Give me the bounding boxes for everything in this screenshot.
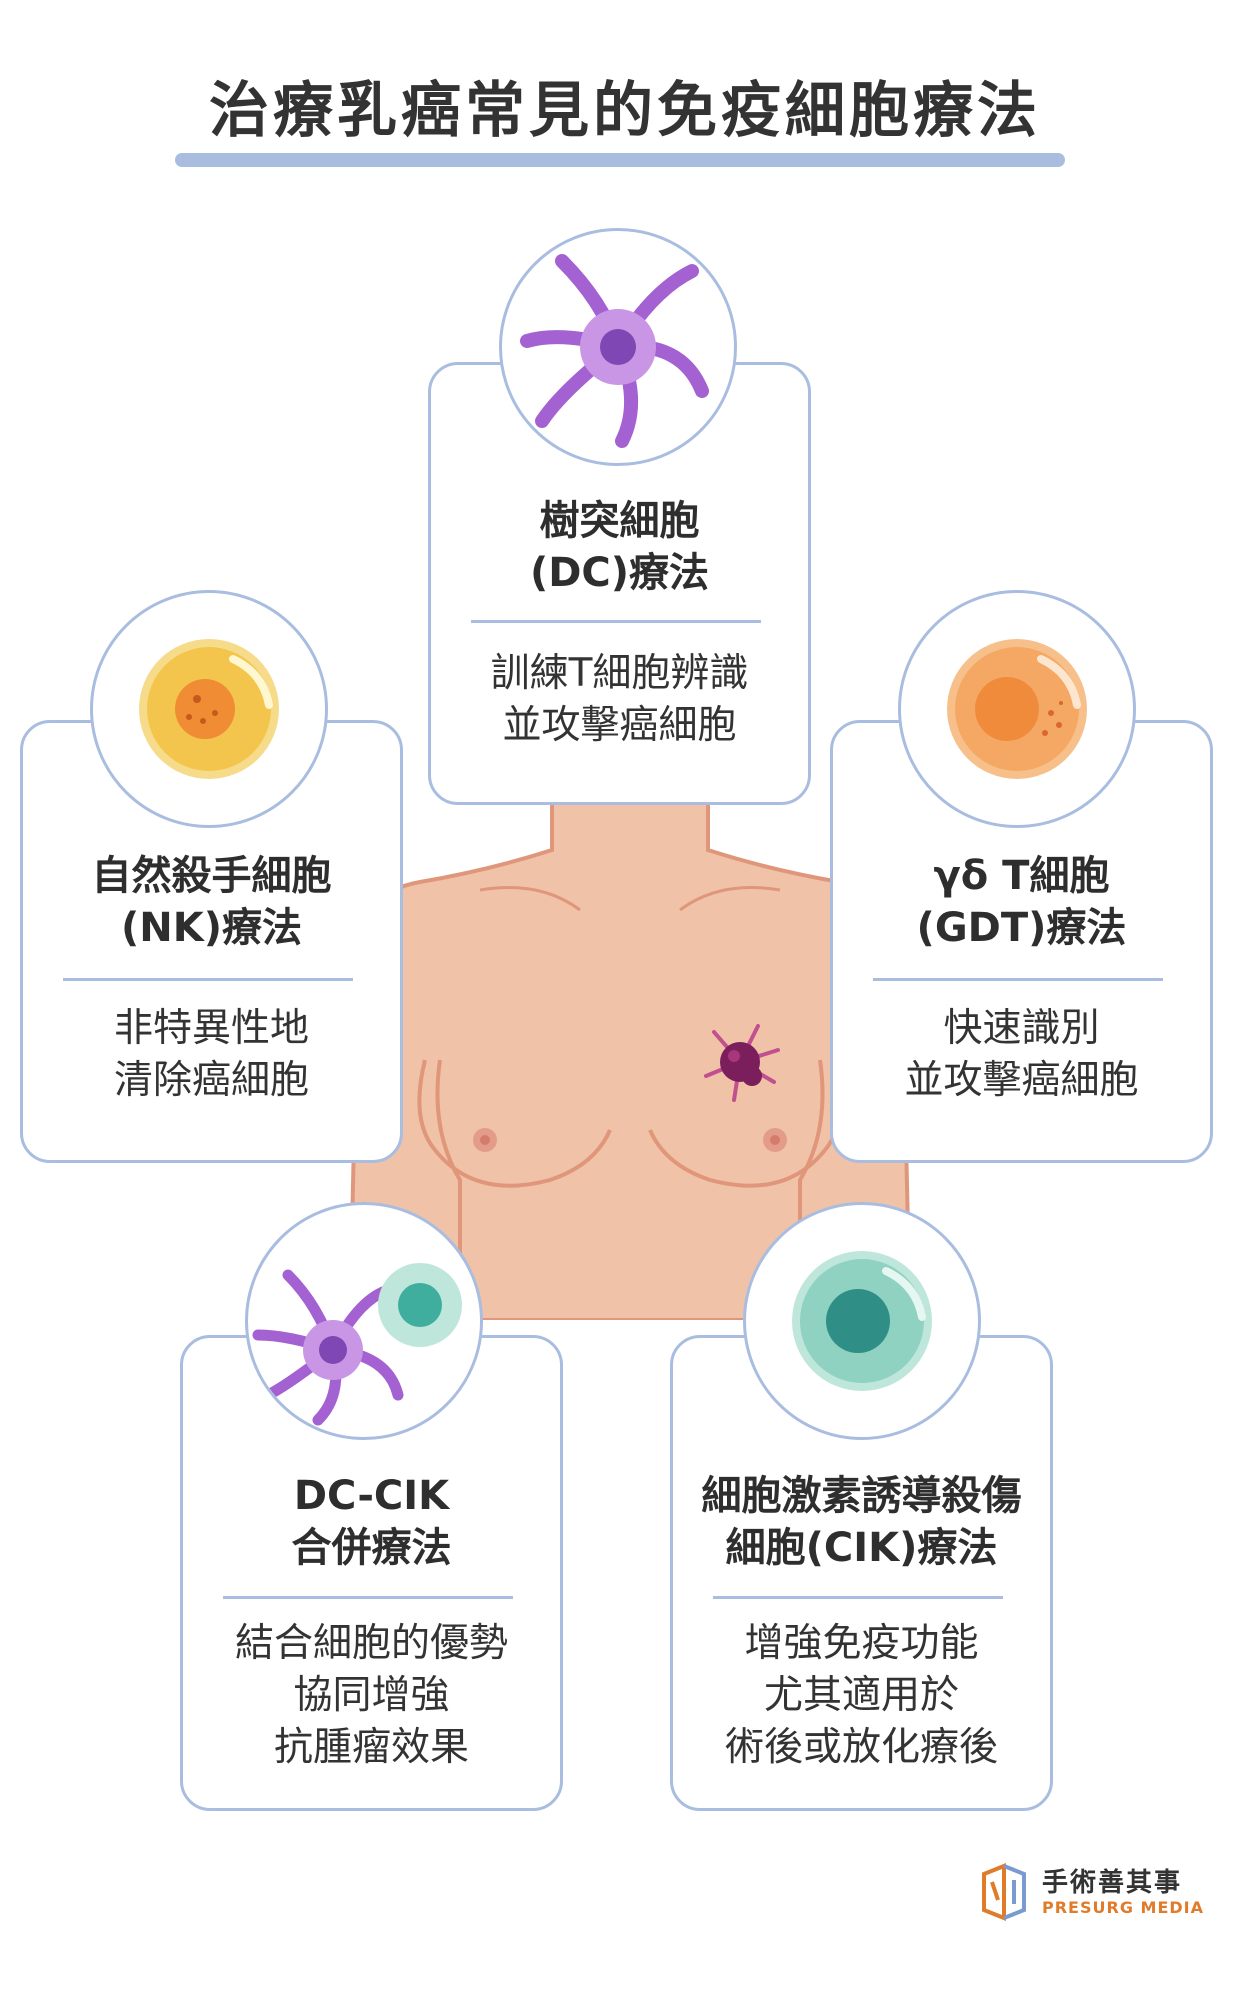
torso-illustration xyxy=(347,776,913,1320)
dc-heading: 樹突細胞(DC)療法 xyxy=(529,498,710,596)
logo-name-cn: 手術善其事 xyxy=(1042,1868,1183,1898)
dc-description: 訓練T細胞辨識並攻擊癌細胞 xyxy=(490,651,749,748)
dccik-cell-circle xyxy=(245,1202,483,1440)
nk-description: 非特異性地清除癌細胞 xyxy=(113,1006,309,1103)
logo-name-en: PRESURG MEDIA xyxy=(1042,1898,1204,1917)
nk-heading: 自然殺手細胞(NK)療法 xyxy=(91,853,332,951)
dccik-divider xyxy=(223,1596,513,1599)
cik-divider xyxy=(713,1596,1003,1599)
gdt-cell-circle xyxy=(898,590,1136,828)
dccik-description: 結合細胞的優勢協同增強抗腫瘤效果 xyxy=(234,1621,508,1770)
brand-logo: 手術善其事 PRESURG MEDIA xyxy=(970,1860,1203,1930)
page-title: 治療乳癌常見的免疫細胞療法 xyxy=(209,76,1041,146)
gdt-description: 快速識別並攻擊癌細胞 xyxy=(904,1006,1139,1103)
cik-cell-icon xyxy=(792,1251,932,1391)
dc-cik-cells-icon xyxy=(252,1263,462,1426)
gdt-heading: γδ T細胞(GDT)療法 xyxy=(916,853,1127,951)
nk-divider xyxy=(63,978,353,981)
dc-divider xyxy=(471,620,761,623)
cik-cell-circle xyxy=(743,1202,981,1440)
cik-description: 增強免疫功能尤其適用於術後或放化療後 xyxy=(724,1621,998,1770)
tumor-icon xyxy=(704,1024,780,1102)
title-underline xyxy=(175,153,1065,167)
gdt-divider xyxy=(873,978,1163,981)
presurg-logo-icon xyxy=(982,1863,1026,1921)
nk-cell-icon xyxy=(139,639,279,779)
nk-cell-circle xyxy=(90,590,328,828)
cik-heading: 細胞激素誘導殺傷細胞(CIK)療法 xyxy=(701,1473,1022,1571)
dendritic-cell-icon xyxy=(520,254,709,448)
dc-cell-circle xyxy=(499,228,737,466)
gdt-cell-icon xyxy=(947,639,1087,779)
